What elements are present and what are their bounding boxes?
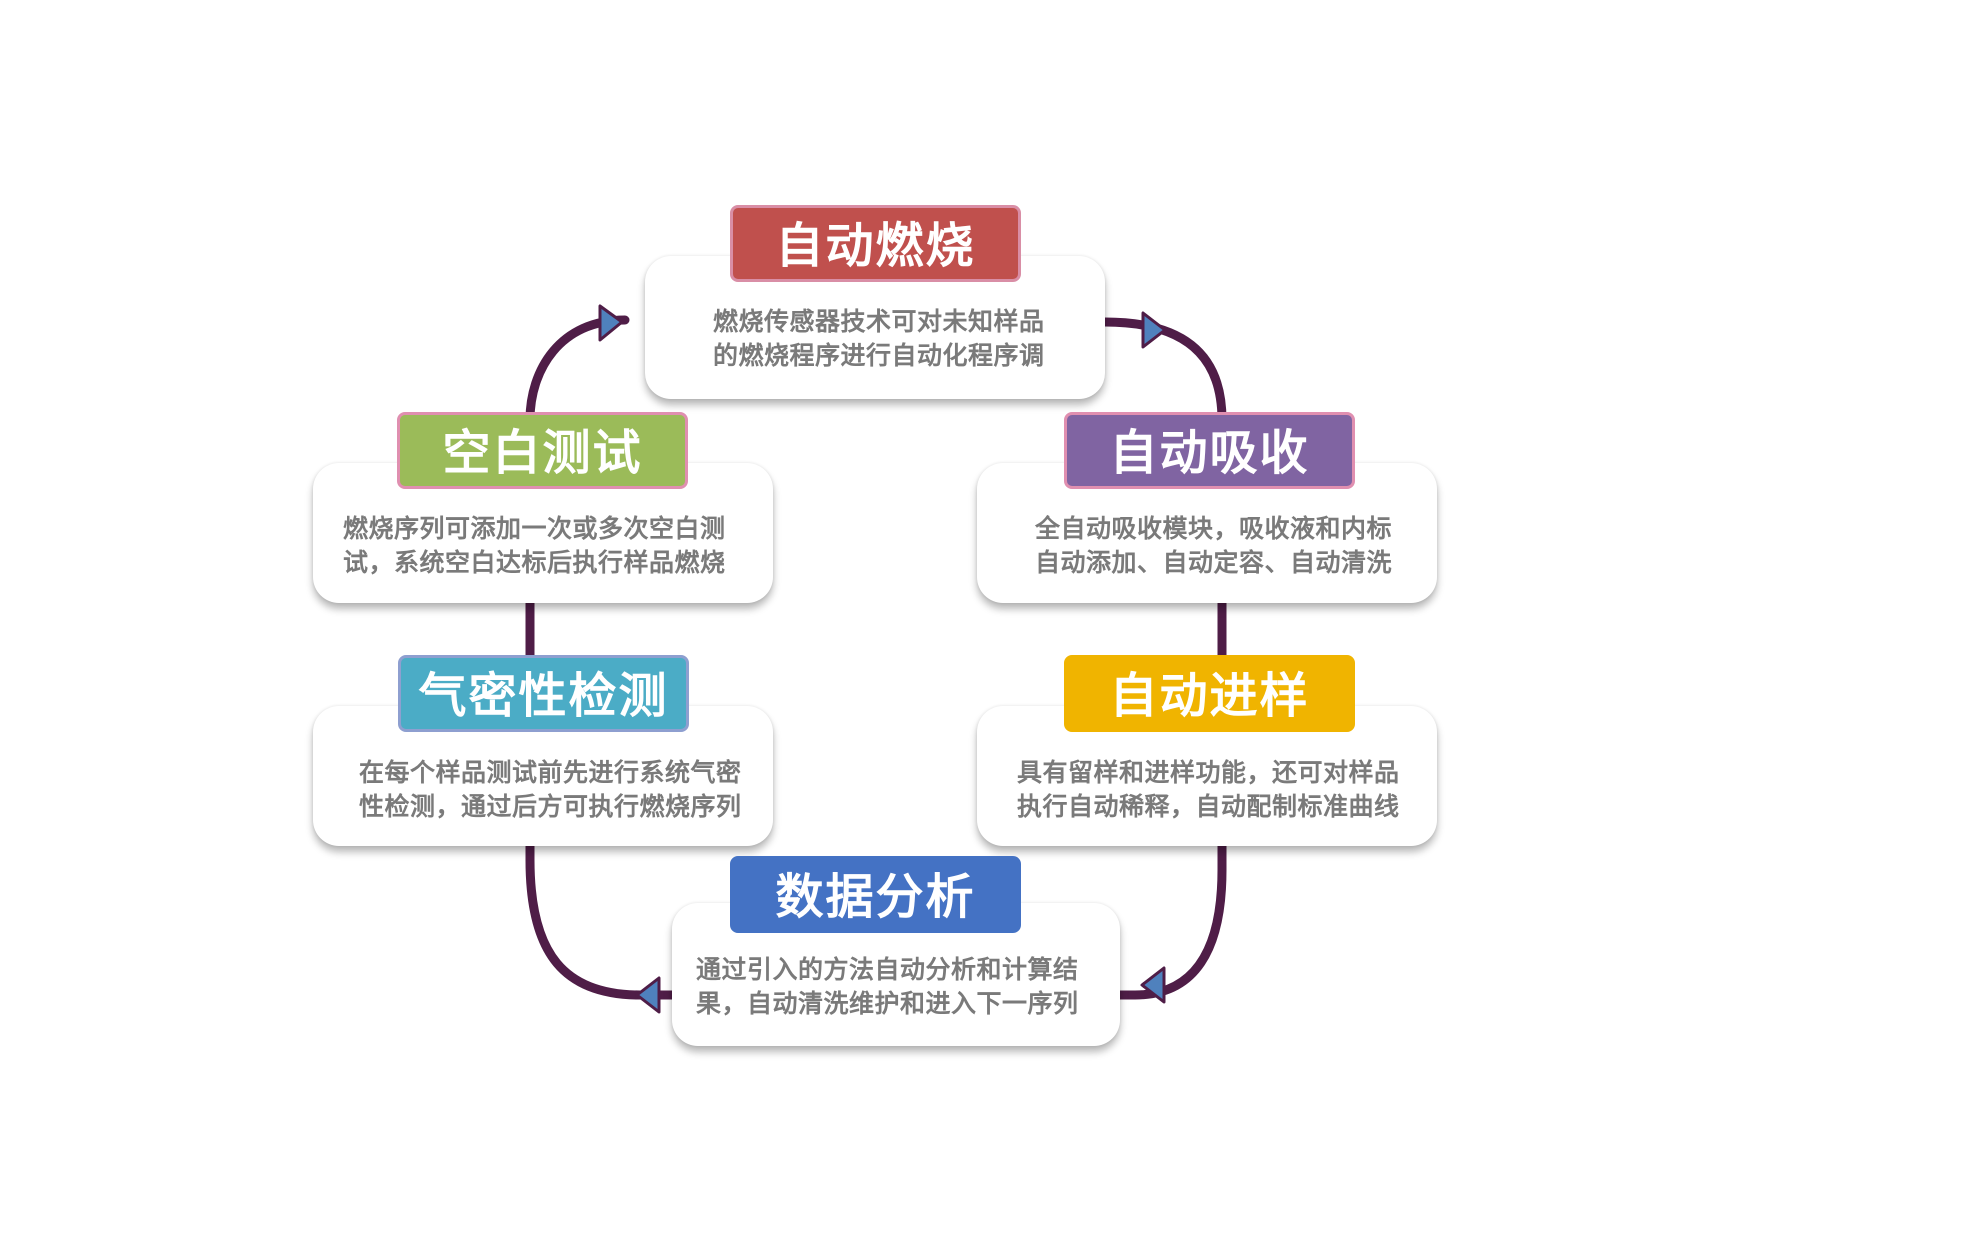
stage-desc-line-2: 执行自动稀释，自动配制标准曲线 [1017,792,1400,821]
stage-title-combustion: 自动燃烧 [730,205,1021,282]
stage-desc-line-1: 具有留样和进样功能，还可对样品 [1017,758,1400,787]
stage-desc-line-2: 的燃烧程序进行自动化程序调 [713,341,1045,370]
stage-desc-line-1: 在每个样品测试前先进行系统气密 [359,758,742,787]
stage-title-airtightness: 气密性检测 [398,655,689,732]
stage-title-blank: 空白测试 [397,412,688,489]
stage-title-absorption: 自动吸收 [1064,412,1355,489]
stage-title-sampling: 自动进样 [1064,655,1355,732]
stage-desc-line-1: 燃烧序列可添加一次或多次空白测 [343,514,726,543]
stage-desc-line-2: 性检测，通过后方可执行燃烧序列 [359,792,742,821]
stage-desc-line-1: 通过引入的方法自动分析和计算结 [696,955,1079,984]
arrow-bottom-right-icon [1140,966,1166,1004]
stage-desc-line-1: 全自动吸收模块，吸收液和内标 [1035,514,1393,543]
arrow-top-left-icon [598,304,624,342]
stage-desc-line-2: 果，自动清洗维护和进入下一序列 [696,989,1079,1018]
stage-card-absorption: 全自动吸收模块，吸收液和内标 自动添加、自动定容、自动清洗 [977,463,1437,603]
stage-desc-line-1: 燃烧传感器技术可对未知样品 [713,307,1045,336]
stage-title-analysis: 数据分析 [730,856,1021,933]
arrow-top-right-icon [1141,311,1167,349]
arrow-bottom-left-icon [635,976,661,1014]
stage-desc-line-2: 自动添加、自动定容、自动清洗 [1035,548,1393,577]
stage-desc-line-2: 试，系统空白达标后执行样品燃烧 [343,548,726,577]
